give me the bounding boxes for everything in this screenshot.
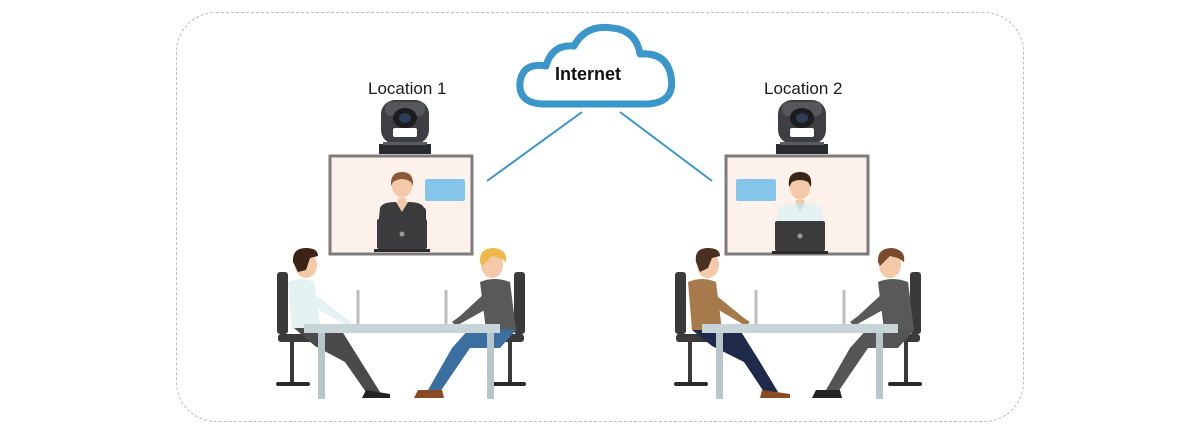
location-2	[674, 100, 922, 399]
table-icon	[702, 324, 898, 399]
ptz-camera-icon	[776, 100, 828, 154]
location-1-label: Location 1	[368, 79, 447, 98]
diagram-frame	[176, 12, 1024, 422]
person-icon	[688, 248, 790, 398]
laptop-icon	[754, 290, 846, 324]
table-icon	[304, 324, 500, 399]
speech-bubble-icon	[425, 179, 465, 201]
cloud-label: Internet	[555, 64, 622, 84]
speech-bubble-icon	[736, 179, 776, 201]
laptop-icon	[772, 221, 828, 254]
laptop-icon	[356, 290, 448, 324]
person-icon	[414, 248, 516, 398]
person-icon	[288, 248, 390, 398]
laptop-icon	[374, 219, 430, 252]
cloud-icon	[516, 23, 676, 108]
link-line-right	[619, 111, 713, 182]
link-line-left	[486, 111, 583, 182]
location-1	[276, 100, 526, 399]
location-2-label: Location 2	[764, 79, 843, 98]
ptz-camera-icon	[379, 100, 431, 154]
person-icon	[812, 248, 914, 398]
